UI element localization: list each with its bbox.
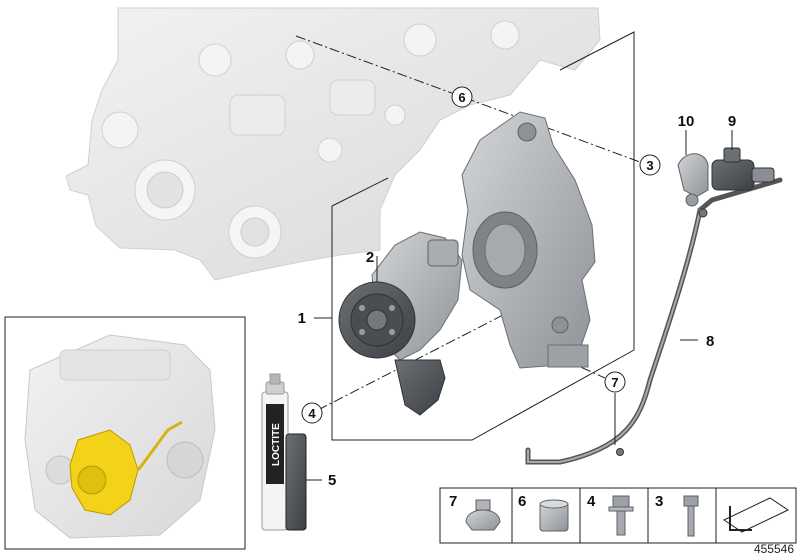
callout-9: 9 bbox=[728, 113, 736, 130]
clip-icon bbox=[465, 499, 501, 531]
overview-inset bbox=[4, 316, 246, 550]
sleeve-part bbox=[285, 433, 322, 531]
callout-2: 2 bbox=[366, 249, 374, 266]
engine-block-illustration bbox=[65, 7, 601, 281]
hose-clip bbox=[677, 153, 709, 207]
callout-4-circle: 4 bbox=[301, 402, 323, 424]
bolt-icon bbox=[683, 495, 699, 537]
tube-brand-label: LOCTITE bbox=[271, 423, 282, 466]
legend-number-2: 4 bbox=[587, 493, 596, 510]
water-pump-housing bbox=[461, 111, 596, 369]
section-arrow-icon bbox=[722, 497, 790, 533]
parts-legend: 7 6 4 3 bbox=[439, 487, 797, 544]
flange-bolt-icon bbox=[608, 495, 634, 536]
callout-10: 10 bbox=[678, 113, 695, 130]
callout-1: 1 bbox=[298, 310, 306, 327]
legend-number-1: 6 bbox=[518, 493, 526, 510]
reference-number: 455546 bbox=[754, 542, 794, 556]
assembly-frame bbox=[314, 31, 635, 441]
sensor-valve bbox=[711, 147, 775, 191]
callout-3: 3 bbox=[646, 158, 653, 173]
sleeve-icon bbox=[539, 499, 569, 532]
callout-leaders bbox=[376, 130, 733, 445]
callout-8: 8 bbox=[706, 333, 714, 350]
callout-7-circle: 7 bbox=[604, 371, 626, 393]
water-pump bbox=[338, 231, 463, 416]
legend-number-0: 7 bbox=[449, 493, 457, 510]
legend-number-3: 3 bbox=[655, 493, 663, 510]
callout-7: 7 bbox=[611, 375, 618, 390]
sealant-tube: LOCTITE 5970 bbox=[261, 373, 289, 531]
callout-3-circle: 3 bbox=[639, 154, 661, 176]
callout-5: 5 bbox=[328, 472, 336, 489]
callout-6: 6 bbox=[458, 90, 465, 105]
callout-6-circle: 6 bbox=[451, 86, 473, 108]
callout-4: 4 bbox=[308, 406, 316, 421]
coolant-line bbox=[525, 177, 783, 465]
